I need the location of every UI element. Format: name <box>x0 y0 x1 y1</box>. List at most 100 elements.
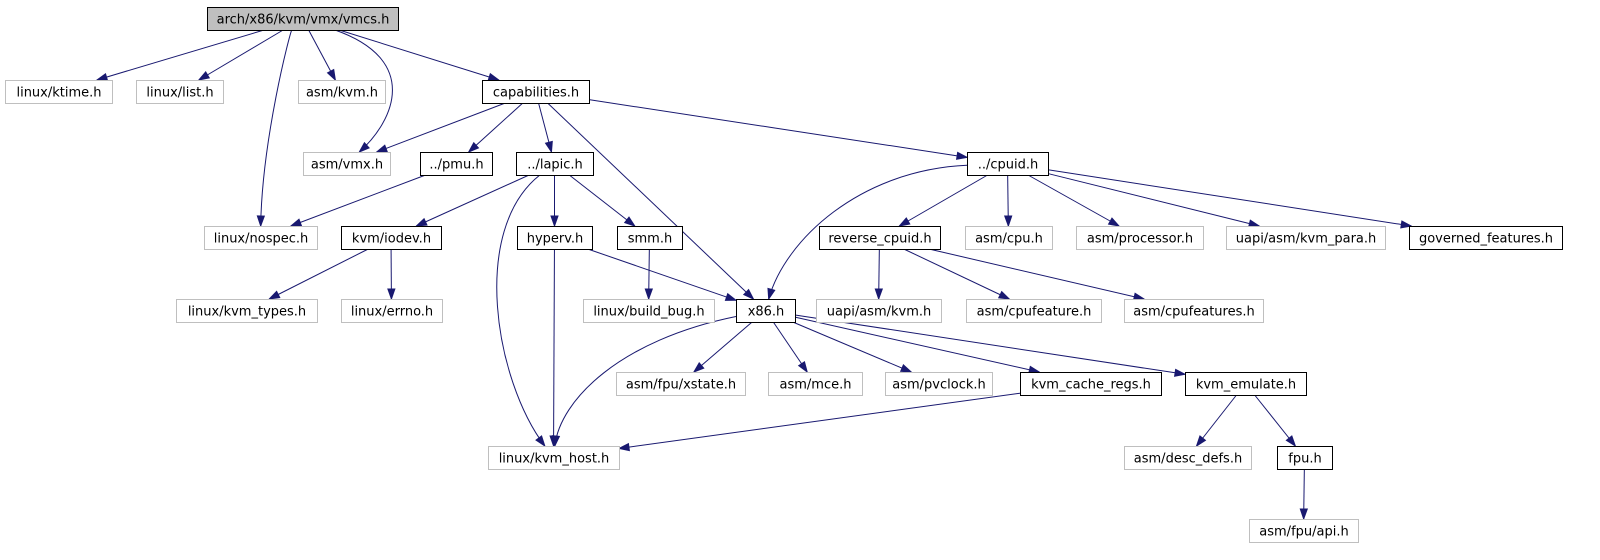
edge-line <box>928 248 1145 300</box>
node-pmu[interactable]: ../pmu.h <box>420 152 493 176</box>
edge-line <box>1196 394 1237 447</box>
edge-arrowhead <box>1173 368 1187 377</box>
node-label: kvm_emulate.h <box>1196 378 1296 393</box>
node-box <box>517 226 593 250</box>
node-governed[interactable]: governed_features.h <box>1409 226 1563 250</box>
edge-line <box>792 321 912 373</box>
node-x86[interactable]: x86.h <box>736 299 796 323</box>
node-label: asm/desc_defs.h <box>1134 452 1242 467</box>
edge-arrowhead <box>997 290 1011 300</box>
edge-line <box>554 315 737 447</box>
edge-arrowhead <box>197 71 211 81</box>
edge-line <box>1047 173 1260 227</box>
edge-arrowhead <box>467 141 480 154</box>
node-reverse-cpuid[interactable]: reverse_cpuid.h <box>819 226 941 250</box>
edge-arrowhead <box>375 144 388 153</box>
edge-line <box>588 99 968 158</box>
edge-arrowhead <box>326 68 337 82</box>
node-label: linux/list.h <box>146 86 213 101</box>
edge-x86-to-emulate <box>794 314 1187 377</box>
edge-arrowhead <box>487 72 501 81</box>
node-vmcs[interactable]: arch/x86/kvm/vmx/vmcs.h <box>207 7 399 31</box>
edge-arrowhead <box>899 364 913 373</box>
node-box <box>136 80 224 104</box>
node-box <box>1409 226 1563 250</box>
node-box <box>176 299 318 323</box>
node-cache-regs[interactable]: kvm_cache_regs.h <box>1020 372 1162 396</box>
node-label: reverse_cpuid.h <box>828 232 931 247</box>
edge-emulate-to-fpu <box>1254 394 1297 448</box>
node-box <box>341 226 442 250</box>
node-label: x86.h <box>748 305 785 320</box>
edge-vmcs-to-asmkvm <box>308 29 337 82</box>
edge-vmcs-to-nospec <box>256 29 293 228</box>
edge-arrowhead <box>256 215 266 228</box>
node-box <box>341 299 443 323</box>
node-box <box>1277 446 1333 470</box>
node-box <box>303 152 391 176</box>
edge-cpuid-to-kvm_para <box>1047 173 1261 228</box>
edge-line <box>334 29 393 153</box>
edge-arrowhead <box>1247 219 1261 228</box>
edge-smm-to-build_bug <box>644 248 654 301</box>
node-box <box>816 299 942 323</box>
edge-line <box>198 29 284 81</box>
edge-line <box>693 321 753 373</box>
edge-arrowhead <box>535 435 546 448</box>
node-pvclock: asm/pvclock.h <box>885 372 993 396</box>
node-list: linux/list.h <box>136 80 224 104</box>
node-cpuid[interactable]: ../cpuid.h <box>967 152 1049 176</box>
node-label: arch/x86/kvm/vmx/vmcs.h <box>217 13 390 28</box>
edge-emulate-to-desc_defs <box>1195 394 1237 448</box>
edge-arrowhead <box>617 442 630 452</box>
node-label: linux/ktime.h <box>16 86 101 101</box>
node-mce: asm/mce.h <box>768 372 863 396</box>
node-label: linux/kvm_types.h <box>188 305 306 320</box>
node-label: kvm_cache_regs.h <box>1031 378 1151 393</box>
node-errno: linux/errno.h <box>341 299 443 323</box>
node-smm[interactable]: smm.h <box>617 226 683 250</box>
edge-fpu-to-fpu_api <box>1299 468 1309 521</box>
node-label: linux/errno.h <box>351 305 433 320</box>
edge-capabilities-to-x86 <box>547 102 755 301</box>
edge-arrowhead <box>1003 215 1013 228</box>
node-lapic[interactable]: ../lapic.h <box>516 152 594 176</box>
edge-iodev-to-errno <box>387 248 396 301</box>
node-box <box>768 372 863 396</box>
edge-arrowhead <box>267 290 281 300</box>
node-box <box>207 7 399 31</box>
node-fpu-api: asm/fpu/api.h <box>1249 519 1359 543</box>
edge-cpuid-to-reverse_cpuid <box>898 174 988 227</box>
edge-capabilities-to-asmvmx <box>375 102 506 153</box>
node-iodev[interactable]: kvm/iodev.h <box>341 226 442 250</box>
node-fpu[interactable]: fpu.h <box>1277 446 1333 470</box>
node-box <box>967 152 1049 176</box>
edge-arrowhead <box>874 288 884 301</box>
edge-line <box>468 102 524 153</box>
edge-reverse_cpuid-to-uapi_kvm <box>874 248 884 301</box>
edge-arrowhead <box>955 151 969 160</box>
node-label: asm/fpu/xstate.h <box>626 378 736 393</box>
edges-layer <box>95 29 1413 521</box>
edge-arrowhead <box>797 360 809 374</box>
edge-line <box>1027 174 1120 227</box>
edge-cache_regs-to-kvm_host <box>617 392 1021 452</box>
node-emulate[interactable]: kvm_emulate.h <box>1185 372 1307 396</box>
node-box <box>516 152 594 176</box>
edge-arrowhead <box>415 217 428 227</box>
edge-arrowhead <box>289 218 303 227</box>
node-capabilities[interactable]: capabilities.h <box>482 80 590 104</box>
node-box <box>966 299 1102 323</box>
node-label: smm.h <box>628 232 672 247</box>
edge-line <box>376 102 506 153</box>
edge-line <box>899 174 988 227</box>
edge-x86-to-xstate <box>692 321 753 373</box>
node-hyperv[interactable]: hyperv.h <box>517 226 593 250</box>
node-cpufeatures: asm/cpufeatures.h <box>1124 299 1264 323</box>
edge-arrowhead <box>1400 220 1413 229</box>
edge-arrowhead <box>1285 435 1297 448</box>
edge-capabilities-to-cpuid <box>588 99 969 160</box>
edge-arrowhead <box>623 216 636 227</box>
node-nospec: linux/nospec.h <box>204 226 318 250</box>
